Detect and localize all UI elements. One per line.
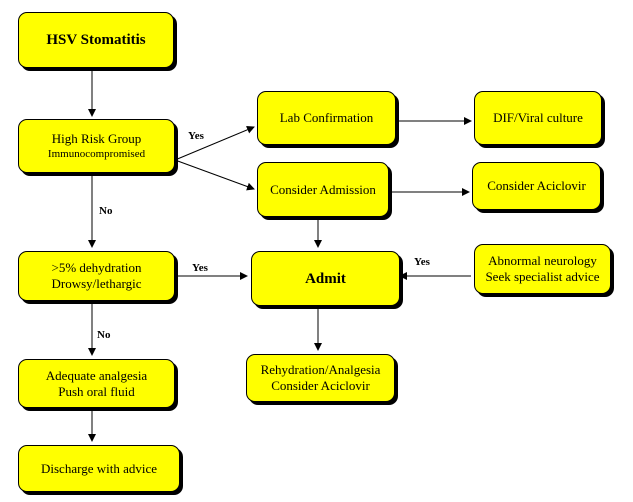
node-high-risk-group: High Risk Group Immunocompromised bbox=[18, 119, 175, 173]
node-consider-aciclovir: Consider Aciclovir bbox=[472, 162, 601, 210]
arrow-high-risk-to-consider-admission bbox=[174, 159, 255, 191]
edge-label-no-dehydration: No bbox=[97, 329, 111, 341]
node-high-risk-line1: High Risk Group bbox=[51, 131, 142, 146]
node-lab-confirmation: Lab Confirmation bbox=[257, 91, 396, 145]
node-analgesia-line2: Push oral fluid bbox=[58, 383, 135, 399]
node-dehydration-line1: >5% dehydration bbox=[51, 260, 142, 275]
edge-label-yes-high-risk: Yes bbox=[188, 130, 204, 142]
node-admit-label: Admit bbox=[305, 270, 346, 287]
node-adequate-analgesia: Adequate analgesia Push oral fluid bbox=[18, 359, 175, 408]
node-rehydration-line1: Rehydration/Analgesia bbox=[260, 362, 381, 377]
node-rehydration-line2: Consider Aciclovir bbox=[271, 378, 370, 393]
node-hsv-stomatitis-title: HSV Stomatitis bbox=[46, 32, 146, 48]
node-dif-label: DIF/Viral culture bbox=[493, 110, 583, 125]
edge-label-yes-dehydration: Yes bbox=[192, 262, 208, 274]
node-consider-admission-label: Consider Admission bbox=[270, 181, 376, 197]
node-dehydration: >5% dehydration Drowsy/lethargic bbox=[18, 251, 175, 301]
node-discharge-label: Discharge with advice bbox=[41, 460, 157, 476]
node-hsv-stomatitis: HSV Stomatitis bbox=[18, 12, 174, 68]
node-lab-label: Lab Confirmation bbox=[279, 110, 374, 125]
node-consider-aciclovir-label: Consider Aciclovir bbox=[487, 178, 586, 193]
node-dif-viral-culture: DIF/Viral culture bbox=[474, 91, 602, 145]
node-neuro-line2: Seek specialist advice bbox=[485, 269, 600, 284]
node-admit: Admit bbox=[251, 251, 400, 306]
node-neuro-line1: Abnormal neurology bbox=[488, 253, 597, 268]
node-consider-admission: Consider Admission bbox=[257, 162, 389, 217]
node-dehydration-line2: Drowsy/lethargic bbox=[51, 276, 142, 291]
node-analgesia-line1: Adequate analgesia bbox=[45, 367, 148, 383]
node-high-risk-line2: Immunocompromised bbox=[47, 148, 146, 160]
node-discharge-with-advice: Discharge with advice bbox=[18, 445, 180, 492]
edge-label-no-high-risk: No bbox=[99, 205, 113, 217]
edge-label-yes-neuro: Yes bbox=[414, 256, 430, 268]
arrow-high-risk-to-lab bbox=[174, 126, 255, 161]
node-rehydration-analgesia: Rehydration/Analgesia Consider Aciclovir bbox=[246, 354, 395, 402]
node-abnormal-neurology: Abnormal neurology Seek specialist advic… bbox=[474, 244, 611, 294]
